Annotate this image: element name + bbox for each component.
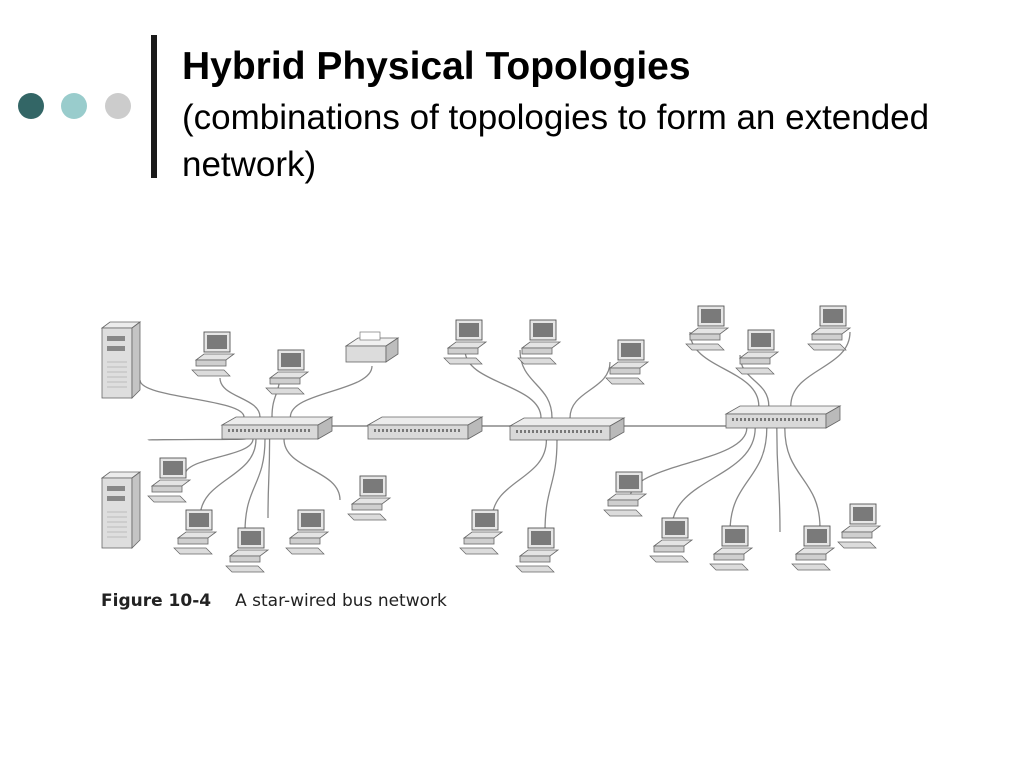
network-cable (784, 427, 821, 529)
slide-title: Hybrid Physical Topologies (182, 45, 691, 88)
server-icon (100, 471, 142, 549)
workstation-icon (191, 331, 236, 377)
workstation-icon (517, 319, 562, 365)
workstation-icon (709, 525, 754, 571)
decor-dot-teal (61, 93, 87, 119)
network-cable (491, 439, 548, 521)
workstation-icon (791, 525, 836, 571)
hub-icon (508, 417, 626, 441)
figure-caption: Figure 10-4 A star-wired bus network (101, 591, 447, 611)
network-diagram-svg (100, 305, 882, 573)
network-cable (139, 379, 245, 418)
workstation-icon (807, 305, 852, 351)
network-cable (569, 361, 611, 419)
network-cable (629, 427, 748, 499)
network-cable (199, 438, 257, 519)
workstation-icon (603, 471, 648, 517)
figure-caption-text: A star-wired bus network (235, 591, 447, 611)
workstation-icon (285, 509, 330, 555)
network-cable (219, 377, 261, 418)
workstation-icon (265, 349, 310, 395)
workstation-icon (649, 517, 694, 563)
workstation-icon (459, 509, 504, 555)
network-cable (184, 438, 254, 476)
network-cable (790, 331, 851, 407)
decor-dot-dark (18, 93, 44, 119)
figure-label: Figure 10-4 (101, 591, 212, 611)
network-diagram (90, 300, 910, 590)
network-cable (729, 427, 768, 533)
server-icon (100, 321, 142, 399)
hub-icon (220, 416, 334, 440)
workstation-icon (225, 527, 270, 573)
workstation-icon (685, 305, 730, 351)
printer-icon (344, 331, 400, 363)
network-cable (289, 365, 373, 418)
workstation-icon (735, 329, 780, 375)
hub-icon (724, 405, 842, 429)
workstation-icon (147, 457, 192, 503)
workstation-icon (837, 503, 882, 549)
cable-group (139, 331, 851, 533)
title-divider-bar (151, 35, 157, 178)
workstation-icon (443, 319, 488, 365)
workstation-icon (347, 475, 392, 521)
network-cable (689, 331, 760, 407)
decorative-dots (18, 93, 133, 123)
network-cable (544, 439, 558, 533)
hub-icon (366, 416, 484, 440)
decor-dot-gray (105, 93, 131, 119)
network-cable (283, 438, 341, 501)
network-cable (671, 427, 756, 529)
workstation-icon (173, 509, 218, 555)
network-cable (267, 438, 271, 519)
network-cable (776, 427, 781, 533)
slide-subtitle: (combinations of topologies to form an e… (182, 98, 930, 184)
network-cable (244, 438, 266, 533)
workstation-icon (605, 339, 650, 385)
workstation-icon (515, 527, 560, 573)
